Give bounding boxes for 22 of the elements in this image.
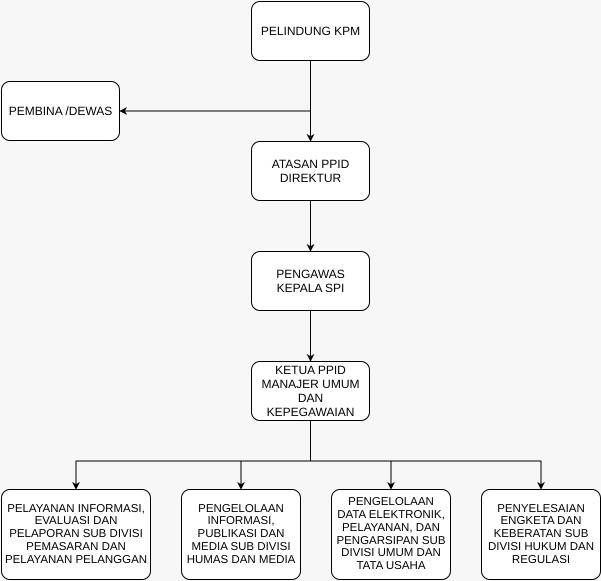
org-box <box>251 141 370 201</box>
box-label: PENGAWAS KEPALA SPI <box>275 267 346 295</box>
org-box <box>251 361 370 421</box>
box-label: PELINDUNG KPM <box>260 24 360 38</box>
org-box <box>331 489 451 580</box>
org-box <box>181 489 301 580</box>
box-label: PEMBINA /DEWAS <box>8 104 112 118</box>
box-label: PELAYANAN INFORMASI, EVALUASI DAN PELAPORAN SUB DIVISI PEMASARAN DAN PELAYANAN PELANGGAN <box>4 502 148 566</box>
connector-arrow <box>306 200 314 252</box>
org-box <box>251 1 370 61</box>
org-box <box>1 81 120 141</box>
connector-arrow <box>306 310 314 362</box>
box-label: PENGELOLAAN INFORMASI, PUBLIKASI DAN MEDIA SUB DIVISI HUMAS DAN MEDIA <box>186 502 296 566</box>
connector-arrow <box>306 60 314 142</box>
box-label: PENGELOLAAN DATA ELEKTRONIK, PELAYANAN, DAN PENGARSIPAN SUB DIVISI UMUM DAN TATA USAHA <box>335 496 447 573</box>
org-box <box>1 489 151 580</box>
box-label: KETUA PPID MANAJER UMUM DAN KEPEGAWAIAN <box>260 363 360 419</box>
org-box <box>251 251 370 311</box>
connector-arrow <box>310 420 545 490</box>
box-label: PENYELESAIAN ENGKETA DAN KEBERATAN SUB DIVISI HUKUM DAN REGULASI <box>486 502 596 566</box>
box-label: ATASAN PPID DIREKTUR <box>270 157 350 185</box>
org-box <box>481 489 601 580</box>
